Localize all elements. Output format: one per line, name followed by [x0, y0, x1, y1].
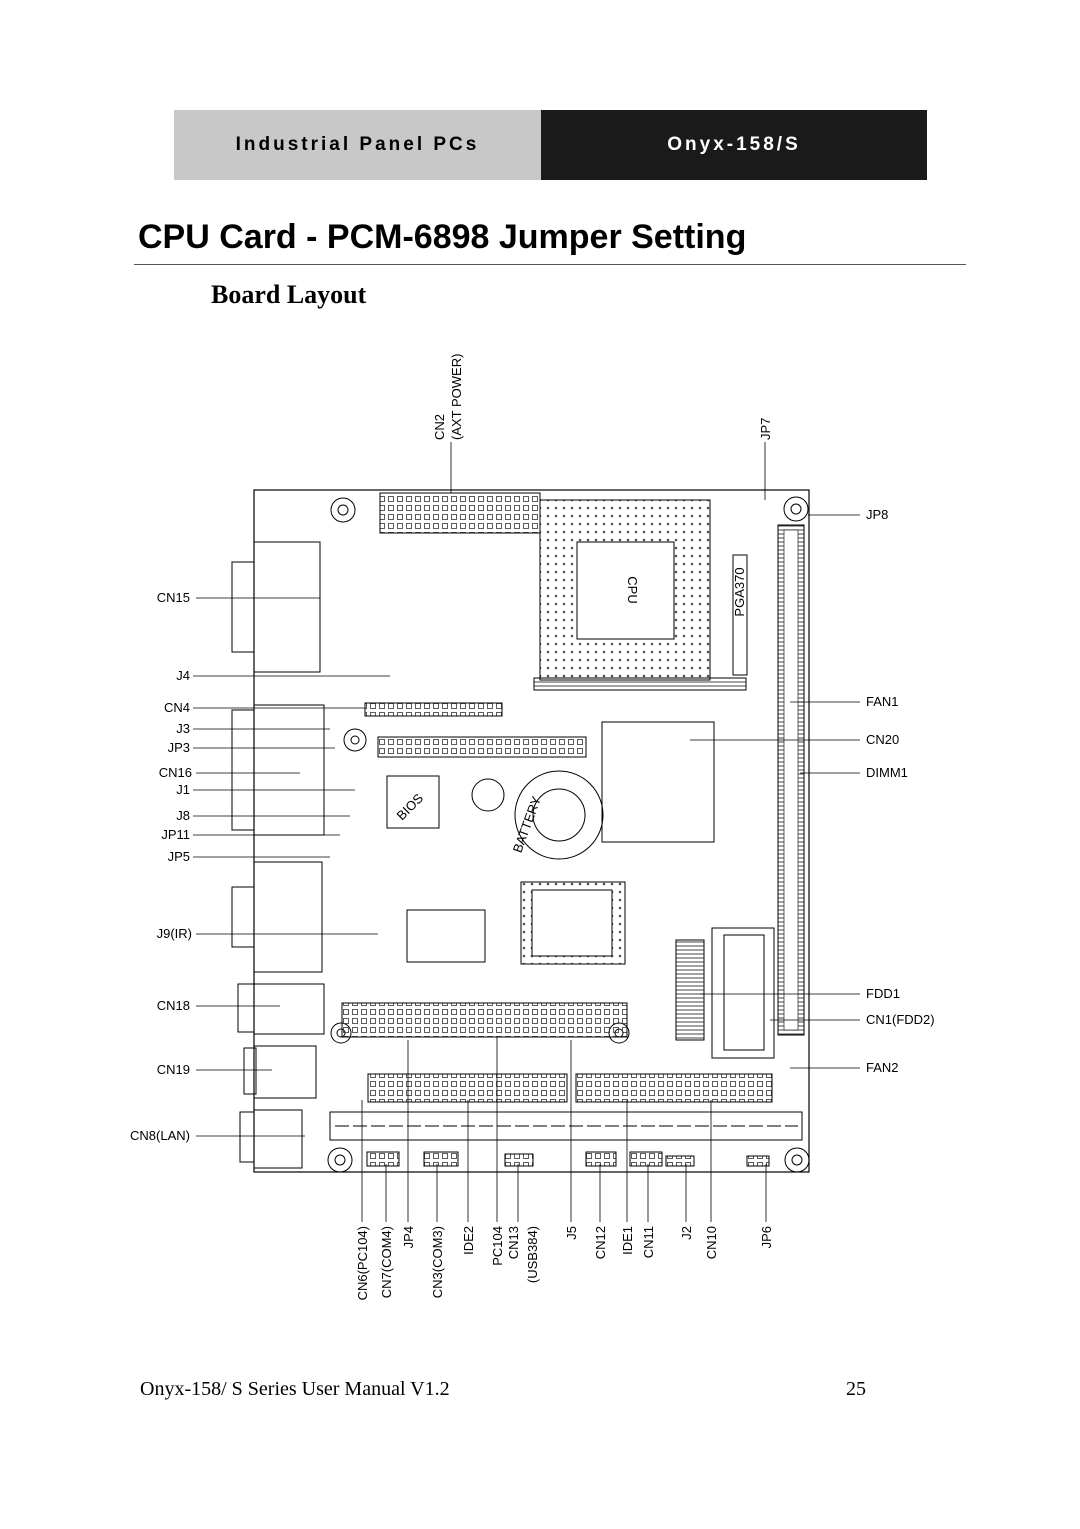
- rear-io-connectors: [231, 541, 325, 1169]
- label-cn15: CN15: [157, 590, 190, 605]
- chipset: [601, 721, 715, 843]
- label-usb384: (USB384): [525, 1226, 540, 1283]
- fdd1-connector: [675, 939, 705, 1041]
- label-jp7: JP7: [758, 418, 773, 440]
- label-cn11: CN11: [641, 1226, 656, 1258]
- label-cn6-pc104: CN6(PC104): [355, 1226, 370, 1300]
- page-title: CPU Card - PCM-6898 Jumper Setting: [138, 218, 747, 256]
- label-j1: J1: [176, 782, 190, 797]
- title-divider: [134, 264, 966, 265]
- buzzer: [471, 778, 505, 812]
- cn2-connector: [379, 492, 541, 534]
- bios-chip: [386, 775, 440, 829]
- super-io-chip: [406, 909, 486, 963]
- header-right-text: Onyx-158/S: [667, 134, 801, 155]
- label-fan1: FAN1: [866, 694, 899, 709]
- cpu-socket: [533, 499, 748, 691]
- label-j9-ir: J9(IR): [157, 926, 192, 941]
- footer-manual-title: Onyx-158/ S Series User Manual V1.2: [140, 1378, 450, 1400]
- label-j8: J8: [176, 808, 190, 823]
- label-j2: J2: [679, 1226, 694, 1240]
- header-section-label: Industrial Panel PCs: [174, 110, 541, 180]
- label-cn16: CN16: [159, 765, 192, 780]
- label-cn1-fdd2: CN1(FDD2): [866, 1012, 935, 1027]
- label-ide2: IDE2: [461, 1226, 476, 1255]
- label-j4: J4: [176, 668, 190, 683]
- header-product-label: Onyx-158/S: [541, 110, 927, 180]
- label-jp8: JP8: [866, 507, 888, 522]
- label-jp4: JP4: [401, 1226, 416, 1248]
- socket-label: PGA370: [732, 567, 747, 616]
- cpu-label: CPU: [625, 576, 640, 603]
- pc104-connector: [341, 1002, 628, 1038]
- section-subtitle: Board Layout: [211, 280, 367, 309]
- label-dimm1: DIMM1: [866, 765, 908, 780]
- label-cn10: CN10: [704, 1226, 719, 1259]
- ide2-connector: [367, 1073, 568, 1103]
- label-cn3-com3: CN3(COM3): [430, 1226, 445, 1298]
- label-jp3: JP3: [168, 740, 190, 755]
- label-jp11: JP11: [161, 827, 190, 842]
- label-cn18: CN18: [157, 998, 190, 1013]
- label-cn19: CN19: [157, 1062, 190, 1077]
- label-j5: J5: [564, 1226, 579, 1240]
- ide1-connector: [575, 1073, 773, 1103]
- label-cn8-lan: CN8(LAN): [130, 1128, 190, 1143]
- battery-label: BATTERY: [510, 794, 544, 855]
- label-cn13: CN13: [506, 1226, 521, 1259]
- label-cn4: CN4: [164, 700, 190, 715]
- label-cn7-com4: CN7(COM4): [379, 1226, 394, 1298]
- header-left-text: Industrial Panel PCs: [235, 134, 480, 155]
- battery: [514, 770, 604, 860]
- bottom-headers: [366, 1151, 770, 1167]
- label-cn20: CN20: [866, 732, 899, 747]
- cn4-header: [364, 702, 503, 717]
- label-fdd1: FDD1: [866, 986, 900, 1001]
- label-cn2: CN2: [432, 414, 447, 440]
- mounting-holes: [327, 496, 810, 1173]
- label-axt-power: (AXT POWER): [449, 354, 464, 440]
- label-pc104: PC104: [490, 1226, 505, 1266]
- footer-page-number: 25: [846, 1378, 866, 1400]
- label-j3: J3: [176, 721, 190, 736]
- label-fan2: FAN2: [866, 1060, 899, 1075]
- label-jp6: JP6: [759, 1226, 774, 1248]
- leader-lines: [193, 442, 860, 1222]
- label-jp5: JP5: [168, 849, 190, 864]
- label-cn12: CN12: [593, 1226, 608, 1259]
- cn20-header: [377, 736, 587, 758]
- label-ide1: IDE1: [620, 1226, 635, 1255]
